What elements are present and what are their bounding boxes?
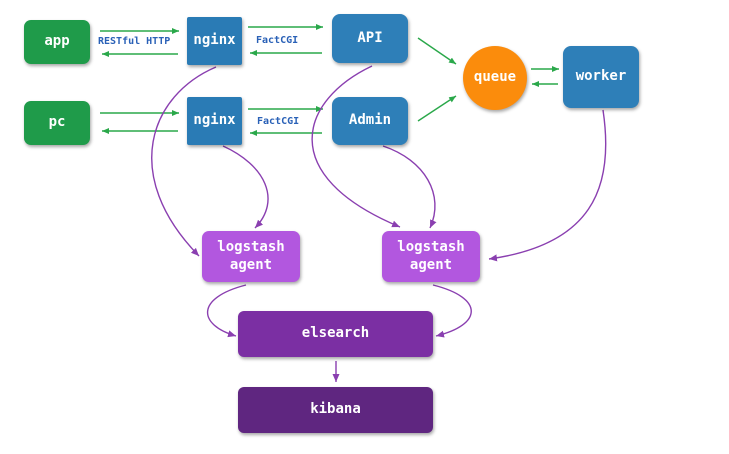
worker-node: worker (563, 46, 639, 108)
api-node: API (332, 14, 408, 63)
label-factcgi-admin: FactCGI (257, 116, 300, 127)
admin-node: Admin (332, 97, 408, 145)
arrow-logstash-left-to-elsearch (206, 284, 247, 338)
app-node: app (24, 20, 90, 64)
logstash-right-line2: agent (409, 256, 453, 273)
nginx-top-node: nginx (187, 17, 242, 65)
arrow-logstash-right-to-elsearch (432, 284, 472, 338)
logstash-agent-right-node: logstash agent (382, 231, 480, 282)
kibana-node: kibana (238, 387, 433, 433)
arrow-admin-to-logstash-right (382, 145, 437, 229)
arrow-nginx-bottom-to-logstash-left (222, 145, 269, 229)
elsearch-node: elsearch (238, 311, 433, 357)
nginx-bottom-node: nginx (187, 97, 242, 145)
arrow-worker-to-logstash-right (488, 109, 607, 262)
arrow-api-to-queue (417, 37, 457, 65)
arrow-api-to-logstash-right (311, 65, 401, 228)
logstash-agent-left-node: logstash agent (202, 231, 300, 282)
label-factcgi-api: FactCGI (256, 35, 299, 46)
logstash-left-line1: logstash (217, 239, 285, 255)
queue-node: queue (463, 46, 527, 110)
arrow-nginx-top-to-logstash-left (151, 66, 217, 257)
arrow-admin-to-queue (417, 95, 457, 122)
logstash-right-line1: logstash (397, 239, 465, 255)
pc-node: pc (24, 101, 90, 145)
logstash-left-line2: agent (229, 256, 273, 273)
label-restful-http: RESTful HTTP (98, 36, 171, 47)
